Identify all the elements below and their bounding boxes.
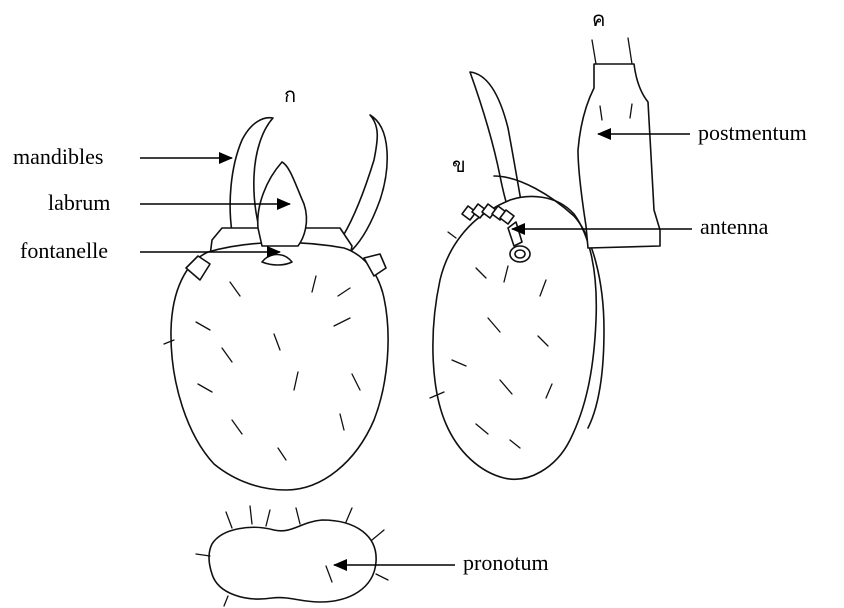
label-labrum: labrum — [48, 190, 110, 215]
dorsal-head-figure — [164, 115, 388, 490]
label-postmentum: postmentum — [698, 120, 807, 145]
right-mandible — [343, 115, 387, 250]
panel-label-dorsal: ก — [284, 83, 296, 107]
label-pronotum: pronotum — [463, 550, 549, 575]
pronotum-shape — [209, 520, 376, 602]
pronotum-figure — [196, 506, 388, 606]
postmentum-shape — [578, 64, 660, 248]
lateral-head-figure — [430, 72, 604, 479]
label-antenna: antenna — [700, 214, 769, 239]
postmentum-figure — [578, 38, 660, 248]
label-fontanelle: fontanelle — [20, 238, 108, 263]
head-capsule — [171, 242, 388, 490]
panel-label-lateral: ข — [452, 153, 466, 177]
label-mandibles: mandibles — [13, 144, 103, 169]
panel-label-postmentum: ค — [592, 7, 605, 31]
